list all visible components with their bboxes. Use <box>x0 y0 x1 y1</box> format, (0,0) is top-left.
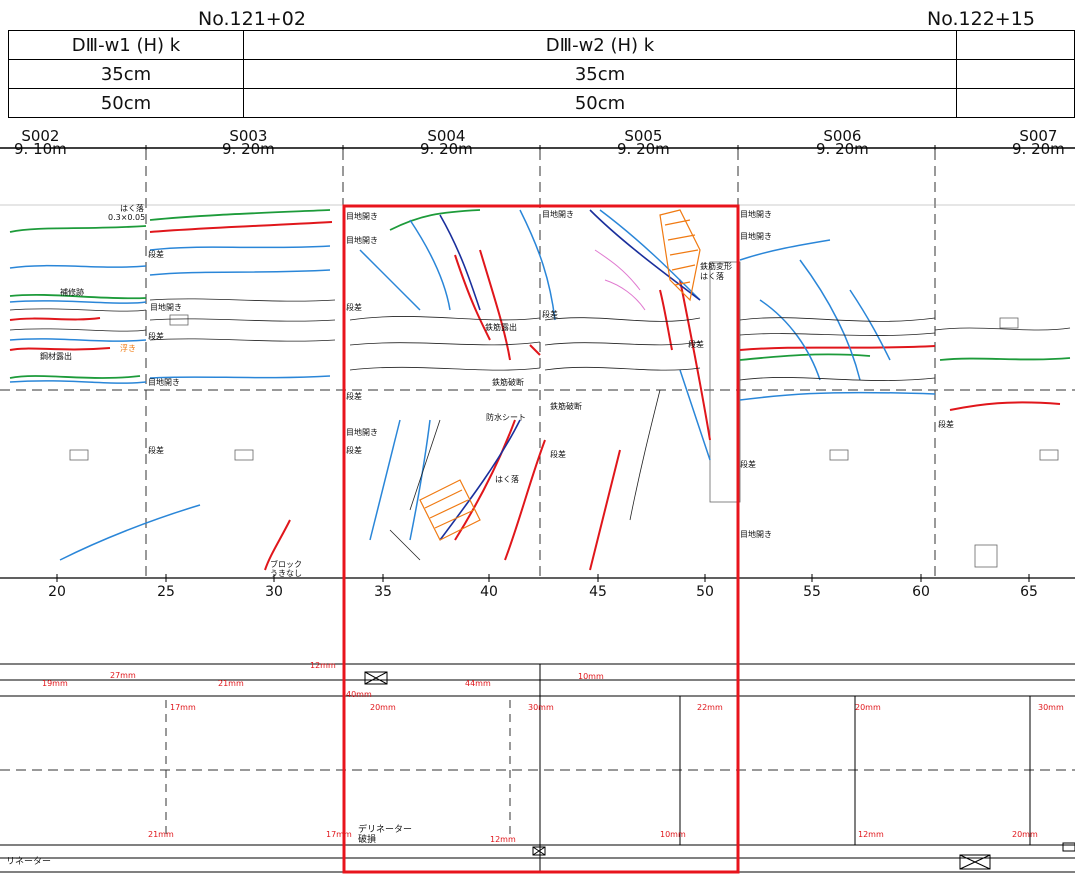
axis-tick: 20 <box>48 584 66 600</box>
profile-value: 17mm <box>170 703 196 712</box>
annotation: 段差 <box>148 446 164 455</box>
section-table: DⅢ-w1 (H) k DⅢ-w2 (H) k 35cm 35cm 50cm 5… <box>8 30 1075 118</box>
station-right: No.122+15 <box>927 8 1035 30</box>
annotation: はく落 <box>120 204 144 213</box>
axis-tick: 50 <box>696 584 714 600</box>
annotation: 浮き <box>120 344 136 353</box>
annotation: 目地開き <box>148 378 180 387</box>
profile-value: 17mm <box>326 830 352 839</box>
annotation: 鉄筋変形 <box>700 262 732 271</box>
annotation: 段差 <box>550 450 566 459</box>
annotation: 目地開き <box>740 210 772 219</box>
annotation: 段差 <box>346 392 362 401</box>
axis-tick: 60 <box>912 584 930 600</box>
cell-empty <box>956 88 1075 118</box>
axis-tick: 45 <box>589 584 607 600</box>
annotation: 段差 <box>740 460 756 469</box>
axis-tick: 55 <box>803 584 821 600</box>
annotation: 鉄筋破断 <box>492 378 524 387</box>
annotation: 鉄筋破断 <box>550 402 582 411</box>
annotation: デリネーター <box>358 825 413 835</box>
profile-value: 10mm <box>578 672 604 681</box>
annotation: 0.3×0.05 <box>108 213 146 222</box>
profile-value: 30mm <box>1038 703 1064 712</box>
annotation: 段差 <box>148 332 164 341</box>
annotation: うきなし <box>270 569 302 578</box>
annotation: ブロック <box>270 560 302 569</box>
cell-thick2-left: 50cm <box>8 88 244 118</box>
cell-thick1-left: 35cm <box>8 59 244 89</box>
annotation: 段差 <box>938 420 954 429</box>
profile-value: 19mm <box>42 679 68 688</box>
profile-value: 12mm <box>858 830 884 839</box>
annotation: はく落 <box>495 475 519 484</box>
annotation: 鉄筋露出 <box>485 323 517 332</box>
axis-tick: 65 <box>1020 584 1038 600</box>
annotation: 目地開き <box>346 236 378 245</box>
profile-value: 21mm <box>148 830 174 839</box>
axis-tick: 30 <box>265 584 283 600</box>
annotation: 段差 <box>148 250 164 259</box>
station-left: No.121+02 <box>198 8 306 30</box>
annotation: はく落 <box>700 272 724 281</box>
profile-value: 30mm <box>528 703 554 712</box>
profile-value: 27mm <box>110 671 136 680</box>
annotation: リネーター <box>6 857 52 867</box>
annotation: 段差 <box>542 310 558 319</box>
axis-tick: 35 <box>374 584 392 600</box>
annotation: 目地開き <box>346 428 378 437</box>
profile-value: 44mm <box>465 679 491 688</box>
profile-value: 12mm <box>490 835 516 844</box>
profile-value: 40mm <box>346 690 372 699</box>
annotation: 破損 <box>358 835 377 845</box>
highlight-box <box>342 204 740 874</box>
axis-tick: 25 <box>157 584 175 600</box>
profile-value: 22mm <box>697 703 723 712</box>
profile-value: 21mm <box>218 679 244 688</box>
annotation: 補修跡 <box>60 288 84 297</box>
axis-tick: 40 <box>480 584 498 600</box>
annotation: 目地開き <box>150 303 182 312</box>
annotation: 段差 <box>688 340 704 349</box>
profile-value: 20mm <box>1012 830 1038 839</box>
profile-value: 20mm <box>855 703 881 712</box>
profile-value: 12mm <box>310 661 336 670</box>
annotation: 目地開き <box>542 210 574 219</box>
annotation: 目地開き <box>346 212 378 221</box>
annotation: 鋼材露出 <box>40 352 72 361</box>
profile-value: 10mm <box>660 830 686 839</box>
annotation: 段差 <box>346 446 362 455</box>
annotation: 段差 <box>346 303 362 312</box>
cell-thick2-right: 50cm <box>243 88 957 118</box>
annotation: 防水シート <box>486 413 526 422</box>
annotation: 目地開き <box>740 232 772 241</box>
cell-type-left: DⅢ-w1 (H) k <box>8 30 244 60</box>
annotation: 目地開き <box>740 530 772 539</box>
profile-value: 20mm <box>370 703 396 712</box>
